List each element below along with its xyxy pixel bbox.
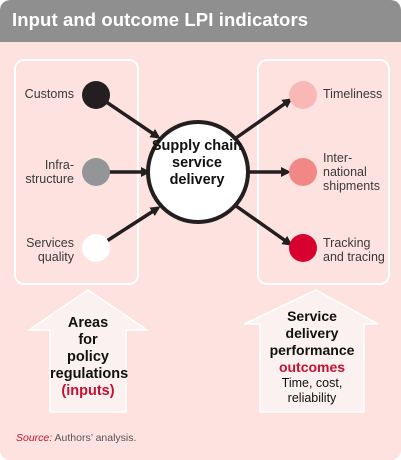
header-bar: Input and outcome LPI indicators (0, 0, 401, 42)
inputs-line-2: for (78, 332, 98, 348)
outcomes-line-6: reliability (287, 391, 337, 405)
outcomes-line-2: delivery (285, 325, 339, 341)
source-prefix: Source: (16, 432, 53, 444)
hub-label: Supply chain service delivery (151, 138, 243, 188)
infrastructure-label: Infra- structure (25, 158, 74, 186)
customs-dot (82, 81, 110, 109)
timeliness-label: Timeliness (323, 87, 383, 101)
source-text: Authors’ analysis. (52, 432, 137, 444)
inputs-highlight: (inputs) (61, 383, 115, 399)
tracking-arrow (234, 204, 293, 246)
international-shipments-dot (289, 158, 317, 186)
timeliness-dot (289, 81, 317, 109)
tracking-label: Tracking and tracing (323, 236, 385, 264)
customs-label: Customs (24, 87, 74, 101)
inputs-up-arrow (26, 289, 150, 413)
outcomes-line-1: Service (287, 308, 337, 324)
outcomes-line-5: Time, cost, (281, 376, 343, 390)
timeliness-arrow (234, 98, 293, 140)
outcomes-arrow-text: Service delivery performance outcomes Ti… (252, 308, 372, 406)
inputs-line-4: regulations (50, 366, 129, 382)
inputs-line-1: Areas (67, 315, 109, 331)
outcomes-line-3: performance (269, 342, 355, 358)
figure-title: Input and outcome LPI indicators (12, 9, 309, 30)
inputs-arrow-text: Areas for policy regulations (inputs) (50, 315, 129, 400)
international-shipments-label: Inter- national shipments (323, 151, 380, 193)
outcomes-up-arrow (243, 289, 379, 413)
outcomes-highlight: outcomes (278, 359, 346, 375)
supply-chain-hub (146, 120, 250, 224)
inputs-line-3: policy (67, 349, 109, 365)
infrastructure-dot (82, 158, 110, 186)
services-quality-label: Services quality (26, 236, 74, 264)
services-quality-dot (82, 234, 110, 262)
tracking-dot (289, 234, 317, 262)
source-note: Source: Authors’ analysis. (16, 432, 136, 444)
